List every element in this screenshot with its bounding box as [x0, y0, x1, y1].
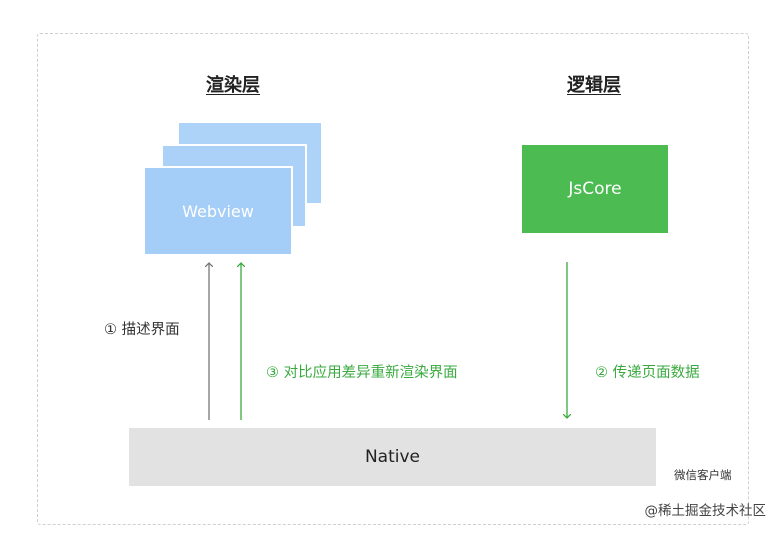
native-label: Native: [364, 447, 421, 467]
webview-box: Webview: [143, 166, 293, 256]
wechat-client-frame: [37, 33, 749, 525]
render-layer-title: 渲染层: [206, 75, 260, 96]
jscore-box: JsCore: [522, 145, 668, 233]
diff-render-label: ③ 对比应用差异重新渲染界面: [266, 365, 458, 381]
juejin-watermark: @稀土掘金技术社区: [644, 503, 767, 519]
jscore-label: JsCore: [568, 179, 622, 199]
webview-label: Webview: [182, 201, 254, 221]
transfer-data-label: ② 传递页面数据: [595, 365, 700, 381]
describe-ui-label: ① 描述界面: [104, 322, 180, 338]
native-box: Native: [129, 428, 656, 486]
wechat-client-label: 微信客户端: [674, 468, 732, 482]
logic-layer-title: 逻辑层: [567, 75, 621, 96]
